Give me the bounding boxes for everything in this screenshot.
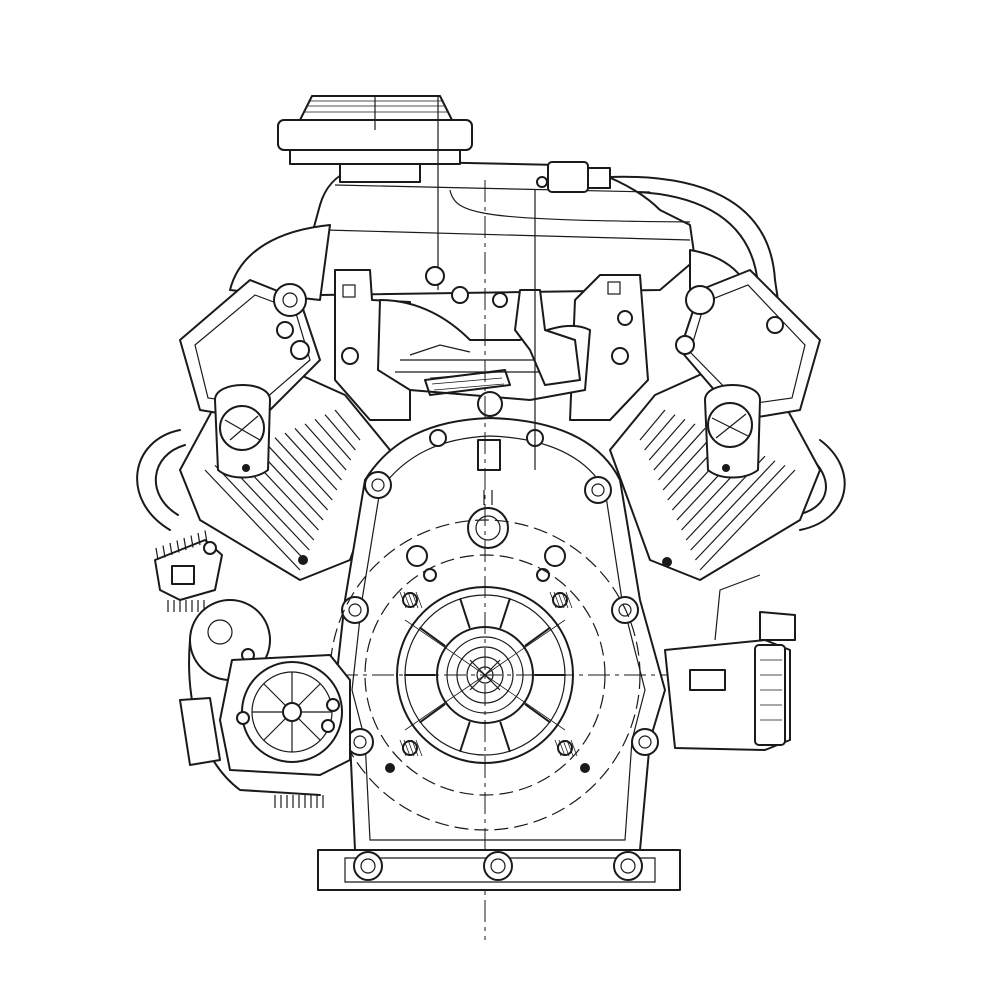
fin-line: [653, 423, 696, 471]
intake-fitting: [536, 161, 611, 193]
base-bolt: [483, 851, 513, 881]
flywheel-bolt: [385, 763, 395, 773]
right-cylinder-head: [675, 269, 821, 479]
ignition-module: [154, 530, 223, 612]
fin-line: [334, 409, 361, 441]
right-solenoid: [664, 574, 796, 751]
fin-line: [204, 469, 301, 571]
fin-line: [648, 418, 686, 461]
fin-line: [694, 464, 786, 561]
flywheel-bolt: [554, 739, 578, 757]
flywheel-spoke: [499, 597, 511, 629]
air-intake-housing: [229, 160, 753, 301]
fin-line: [644, 414, 676, 451]
base-bolt: [353, 851, 383, 881]
flywheel-bolt: [580, 763, 590, 773]
fin-line: [274, 437, 333, 501]
fin-line: [294, 428, 342, 481]
flywheel-spoke: [499, 721, 511, 753]
ignition-fin: [204, 530, 208, 543]
fin-line: [284, 432, 338, 491]
fin-line: [699, 469, 796, 571]
carburetor-linkage: [334, 266, 649, 421]
ignition-fin: [197, 532, 201, 546]
flywheel-spoke: [524, 626, 551, 647]
fin-line: [324, 414, 356, 451]
flywheel-bolt: [549, 591, 573, 609]
mounting-base: [317, 849, 681, 891]
flywheel-bolt: [399, 591, 423, 609]
starter-motor: [179, 599, 351, 808]
fin-line: [639, 409, 666, 441]
fin-line: [658, 428, 706, 481]
fin-line: [264, 441, 329, 511]
ignition-fin: [169, 542, 173, 556]
flywheel-bolt: [399, 739, 423, 757]
flywheel-spoke: [419, 626, 446, 647]
flywheel-spoke: [419, 703, 446, 724]
center-lines: [300, 180, 690, 940]
flywheel-spoke: [459, 597, 471, 629]
base-bolt: [613, 851, 643, 881]
fin-line: [304, 423, 347, 471]
left-cylinder-head: [179, 279, 321, 479]
ignition-fin: [190, 535, 194, 548]
ignition-fin: [176, 540, 180, 553]
flywheel-spoke: [459, 721, 471, 753]
air-filter-cap: [277, 95, 473, 290]
fin-line: [690, 460, 776, 551]
fin-line: [214, 464, 306, 561]
fin-line: [314, 418, 352, 461]
ignition-fin: [162, 545, 166, 558]
ignition-fin: [155, 547, 159, 561]
flywheel-spoke: [524, 703, 551, 724]
ignition-fin: [183, 537, 187, 551]
